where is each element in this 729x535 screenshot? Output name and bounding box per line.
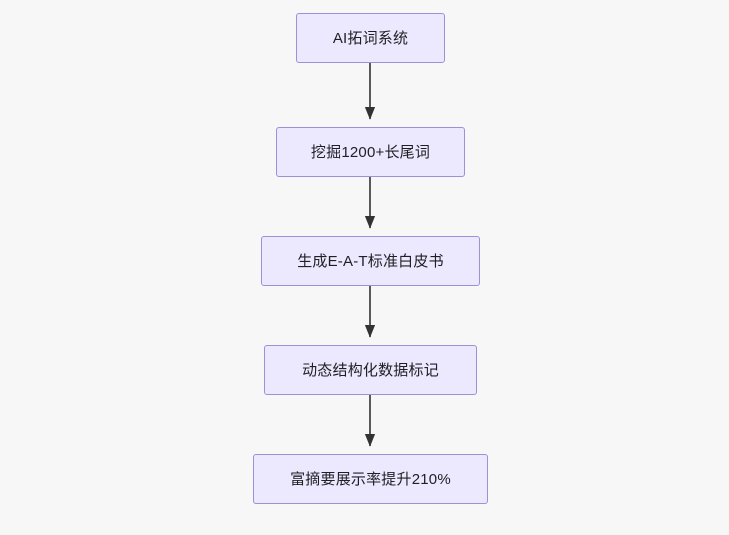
flow-node-dynamic-structured-data[interactable]: 动态结构化数据标记 xyxy=(264,345,477,395)
flow-node-label: 挖掘1200+长尾词 xyxy=(310,143,431,161)
flow-node-ai-keyword-system[interactable]: AI拓词系统 xyxy=(296,13,445,63)
flow-node-label: 动态结构化数据标记 xyxy=(302,361,439,379)
flow-node-generate-eat-whitepaper[interactable]: 生成E-A-T标准白皮书 xyxy=(261,236,480,286)
flow-node-label: 生成E-A-T标准白皮书 xyxy=(297,252,444,270)
flow-node-mine-longtail-keywords[interactable]: 挖掘1200+长尾词 xyxy=(276,127,465,177)
flow-node-label: AI拓词系统 xyxy=(332,29,409,47)
flow-node-rich-snippet-uplift[interactable]: 富摘要展示率提升210% xyxy=(253,454,488,504)
flow-node-label: 富摘要展示率提升210% xyxy=(290,470,451,488)
